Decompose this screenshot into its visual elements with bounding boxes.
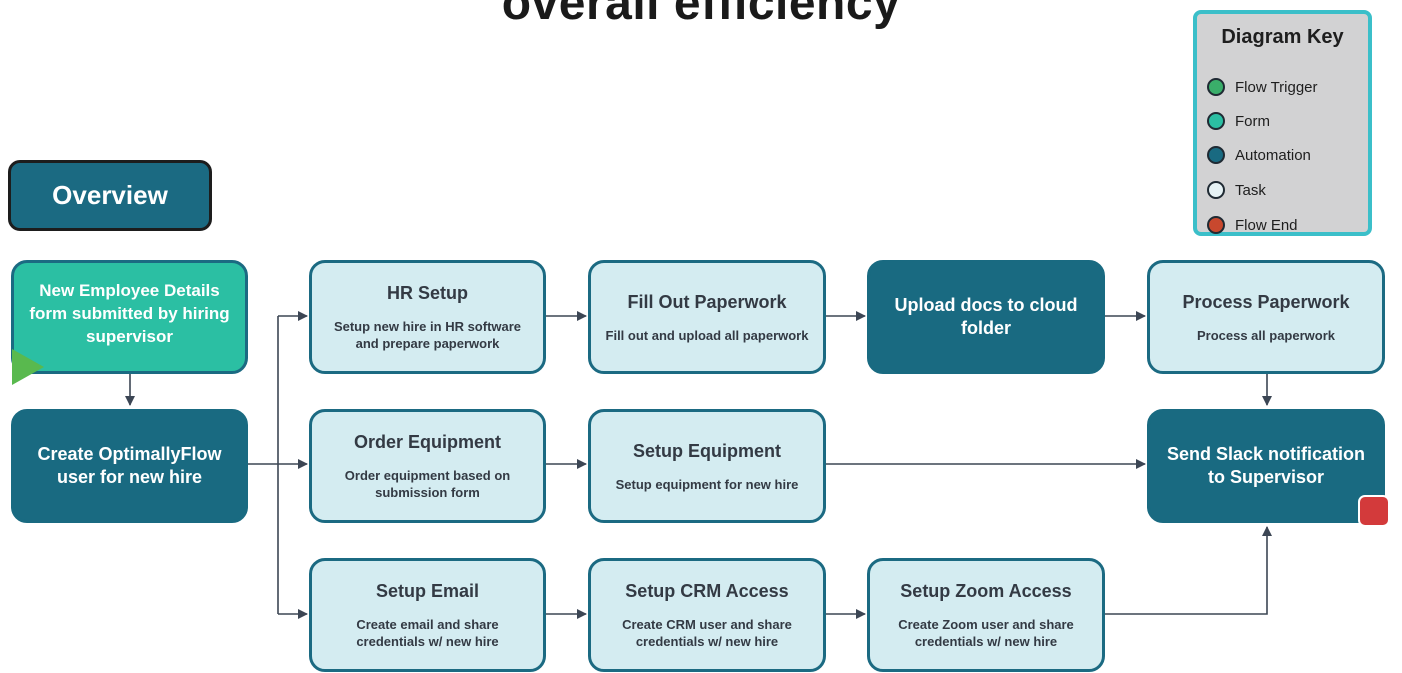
flow-end-swatch: [1207, 216, 1225, 234]
node-description: Order equipment based on submission form: [344, 468, 511, 500]
arrow-zoom-to-slack: [1105, 526, 1272, 615]
legend-item-flow-trigger: Flow Trigger: [1207, 75, 1318, 99]
legend-item-flow-end: Flow End: [1207, 213, 1298, 237]
legend-label: Flow Trigger: [1235, 78, 1318, 96]
legend-label: Automation: [1235, 146, 1311, 164]
node-hr-setup[interactable]: HR Setup Setup new hire in HR software a…: [309, 260, 546, 374]
task-swatch: [1207, 181, 1225, 199]
node-title: HR Setup: [387, 283, 468, 303]
node-title: Fill Out Paperwork: [627, 291, 787, 312]
node-order-equipment[interactable]: Order Equipment Order equipment based on…: [309, 409, 546, 523]
flow-trigger-swatch: [1207, 78, 1225, 96]
legend-item-automation: Automation: [1207, 143, 1311, 167]
node-description: Create email and share credentials w/ ne…: [356, 617, 499, 649]
node-form-submitted[interactable]: New Employee Details form submitted by h…: [11, 260, 248, 374]
node-setup-crm[interactable]: Setup CRM Access Create CRM user and sha…: [588, 558, 826, 672]
node-process-paperwork[interactable]: Process Paperwork Process all paperwork: [1147, 260, 1385, 374]
node-description: Create CRM user and share credentials w/…: [622, 617, 792, 649]
node-title: Setup Zoom Access: [900, 581, 1072, 601]
node-description: Setup new hire in HR software and prepar…: [333, 319, 522, 351]
node-title: Process Paperwork: [1182, 291, 1350, 312]
node-title: Upload docs to cloud folder: [894, 295, 1078, 338]
legend-label: Form: [1235, 112, 1270, 130]
node-setup-email[interactable]: Setup Email Create email and share crede…: [309, 558, 546, 672]
node-description: Create Zoom user and share credentials w…: [898, 617, 1074, 649]
form-swatch: [1207, 112, 1225, 130]
node-title: Setup CRM Access: [625, 581, 789, 601]
node-title: Create OptimallyFlow user for new hire: [37, 444, 222, 487]
node-slack-notification[interactable]: Send Slack notification to Supervisor: [1147, 409, 1385, 523]
flow-trigger-icon: [12, 349, 44, 385]
automation-swatch: [1207, 146, 1225, 164]
node-title: Order Equipment: [353, 432, 501, 452]
node-description: Setup equipment for new hire: [615, 476, 799, 492]
page-title: overall efficiency: [501, 0, 901, 30]
diagram-key-title: Diagram Key: [1221, 26, 1344, 48]
node-title: Send Slack notification to Supervisor: [1166, 444, 1366, 487]
node-description: Fill out and upload all paperwork: [605, 327, 809, 343]
node-setup-zoom[interactable]: Setup Zoom Access Create Zoom user and s…: [867, 558, 1105, 672]
legend-label: Flow End: [1235, 216, 1298, 234]
node-fill-paperwork[interactable]: Fill Out Paperwork Fill out and upload a…: [588, 260, 826, 374]
node-title: Setup Equipment: [633, 440, 781, 461]
node-upload-docs[interactable]: Upload docs to cloud folder: [867, 260, 1105, 374]
legend-item-form: Form: [1207, 109, 1270, 133]
node-create-user[interactable]: Create OptimallyFlow user for new hire: [11, 409, 248, 523]
node-title: New Employee Details form submitted by h…: [29, 280, 230, 346]
node-description: Process all paperwork: [1196, 327, 1335, 343]
node-title: Setup Email: [375, 581, 480, 601]
legend-item-task: Task: [1207, 178, 1266, 202]
flow-end-icon: [1358, 495, 1390, 527]
overview-tag: Overview: [8, 160, 212, 231]
diagram-key: Diagram Key Flow Trigger Form Automation…: [1193, 10, 1372, 236]
legend-label: Task: [1235, 181, 1266, 199]
node-setup-equipment[interactable]: Setup Equipment Setup equipment for new …: [588, 409, 826, 523]
